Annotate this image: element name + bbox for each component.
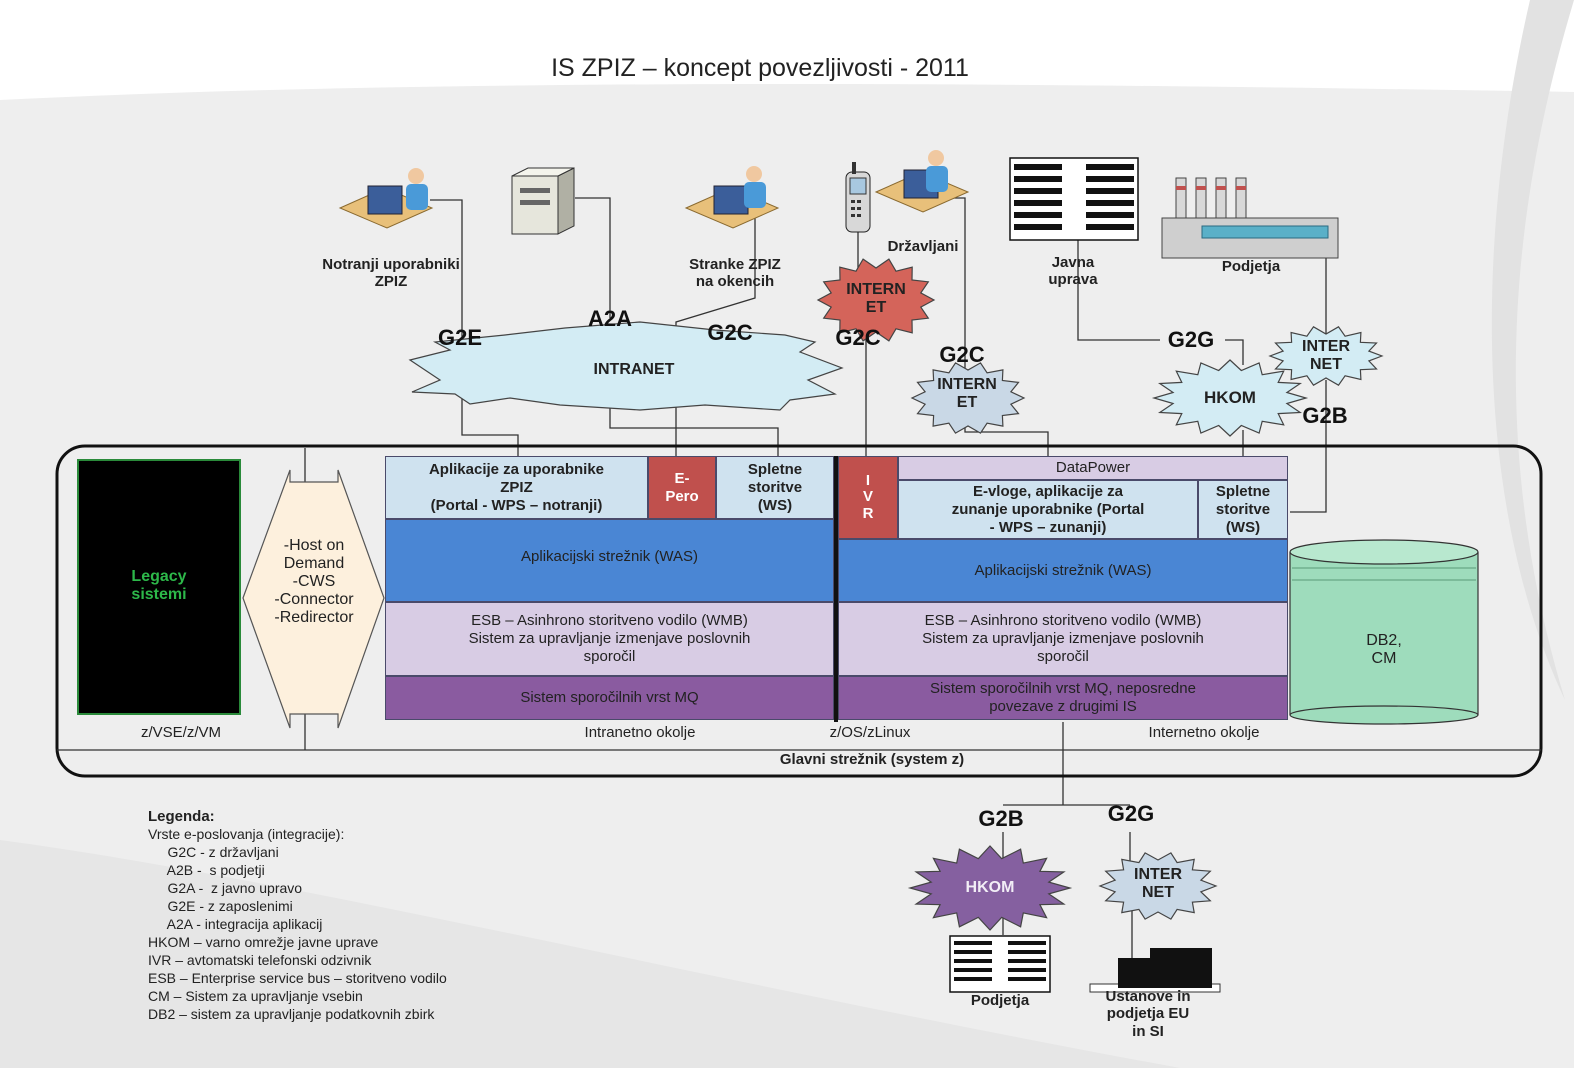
mq-internal: Sistem sporočilnih vrst MQ (385, 676, 834, 720)
institution-buildings-icon (1089, 948, 1221, 993)
intranet-env-label: Intranetno okolje (584, 724, 696, 741)
connector-g2c-web: G2C (939, 342, 985, 367)
legend-line: G2E - z zaposlenimi (148, 898, 293, 914)
legend-line: G2C - z državljani (148, 844, 279, 860)
connector-g2c-counter: G2C (707, 320, 753, 345)
internet-env-label: Internetno okolje (1148, 724, 1260, 741)
esb-internal: ESB – Asinhrono storitveno vodilo (WMB) … (385, 602, 834, 676)
db2-cm-label: DB2, CM (1366, 632, 1402, 668)
connector-g2c-ivr: G2C (835, 325, 881, 350)
diagram-title: IS ZPIZ – koncept povezljivosti - 2011 (551, 54, 969, 82)
connector-g2b-bottom: G2B (978, 806, 1024, 831)
intranet-cloud (408, 321, 844, 411)
network-hkom-top: HKOM (1204, 388, 1256, 407)
actor-companies: Podjetja (1221, 258, 1281, 275)
legend-line: A2A - integracija aplikacij (148, 916, 323, 932)
zos-label: z/OS/zLinux (829, 724, 911, 741)
connector-g2g-bottom: G2G (1107, 801, 1155, 826)
internet-bottom-burst (1098, 852, 1218, 920)
host-on-demand-label: -Host on Demand -CWS -Connector -Redirec… (274, 537, 354, 626)
main-server-frame (55, 444, 1543, 778)
legend-line: A2B - s podjetji (148, 862, 265, 878)
epero-cell: E- Pero (648, 456, 716, 519)
legend-line: Vrste e-poslovanja (integracije): (148, 826, 345, 842)
legend-line: ESB – Enterprise service bus – storitven… (148, 970, 447, 986)
mq-external: Sistem sporočilnih vrst MQ, neposredne p… (838, 676, 1288, 720)
web-services-external: Spletne storitve (WS) (1198, 480, 1288, 539)
person-desk-icon (684, 166, 780, 229)
actor-counter-clients: Stranke ZPIZ na okencih (689, 256, 781, 291)
network-hkom-bottom: HKOM (965, 879, 1015, 896)
ivr-cell: I V R (838, 456, 898, 539)
legend-heading: Legenda: (148, 808, 215, 825)
zvse-label: z/VSE/z/VM (140, 724, 222, 741)
hkom-top-burst (1151, 359, 1309, 437)
datapower-cell: DataPower (898, 456, 1288, 480)
main-server-label: Glavni strežnik (system z) (779, 751, 965, 768)
internet-ivr-burst (816, 258, 936, 342)
legend-line: HKOM – varno omrežje javne uprave (148, 934, 379, 950)
legend-line: DB2 – sistem za upravljanje podatkovnih … (148, 1006, 435, 1022)
actor-internal-users: Notranji uporabniki ZPIZ (322, 256, 460, 291)
network-intranet: INTRANET (593, 361, 675, 378)
was-internal: Aplikacijski strežnik (WAS) (385, 519, 834, 602)
connector-a2a: A2A (587, 306, 632, 331)
was-external: Aplikacijski strežnik (WAS) (838, 539, 1288, 602)
connector-g2b-top: G2B (1302, 403, 1348, 428)
mobile-phone-icon (845, 162, 871, 233)
web-services-internal: Spletne storitve (WS) (716, 456, 834, 519)
internet-top-burst (1268, 326, 1384, 386)
person-desk-icon (874, 150, 970, 213)
bottom-companies-label: Podjetja (970, 992, 1030, 1009)
connector-g2e: G2E (437, 325, 483, 350)
bottom-institutions-label: Ustanove in podjetja EU in SI (1105, 988, 1191, 1040)
office-building-icon (1009, 157, 1139, 241)
network-internet-bottom: INTER NET (1134, 866, 1182, 901)
network-internet-ivr: INTERN ET (846, 281, 906, 316)
esb-external: ESB – Asinhrono storitveno vodilo (WMB) … (838, 602, 1288, 676)
database-cylinder (1289, 539, 1479, 725)
actor-public-admin: Javna uprava (1048, 254, 1098, 289)
network-internet-web: INTERN ET (937, 376, 997, 411)
actor-citizens: Državljani (887, 238, 959, 255)
network-internet-top: INTER NET (1302, 338, 1350, 373)
legend-line: IVR – avtomatski telefonski odzivnik (148, 952, 372, 968)
person-desk-icon (338, 168, 434, 229)
server-icon (511, 167, 575, 235)
double-arrow-shape (242, 469, 385, 729)
hkom-bottom-burst (907, 845, 1073, 931)
office-building-icon (949, 935, 1051, 993)
factory-icon (1161, 177, 1339, 259)
connector-g2g-top: G2G (1167, 327, 1215, 352)
legacy-systems-label: Legacy sistemi (131, 568, 187, 604)
apps-internal-users: Aplikacije za uporabnike ZPIZ (Portal - … (385, 456, 648, 519)
apps-external-users: E-vloge, aplikacije za zunanje uporabnik… (898, 480, 1198, 539)
legend-line: CM – Sistem za upravljanje vsebin (148, 988, 363, 1004)
internet-web-burst (910, 362, 1026, 434)
legend-line: G2A - z javno upravo (148, 880, 303, 896)
